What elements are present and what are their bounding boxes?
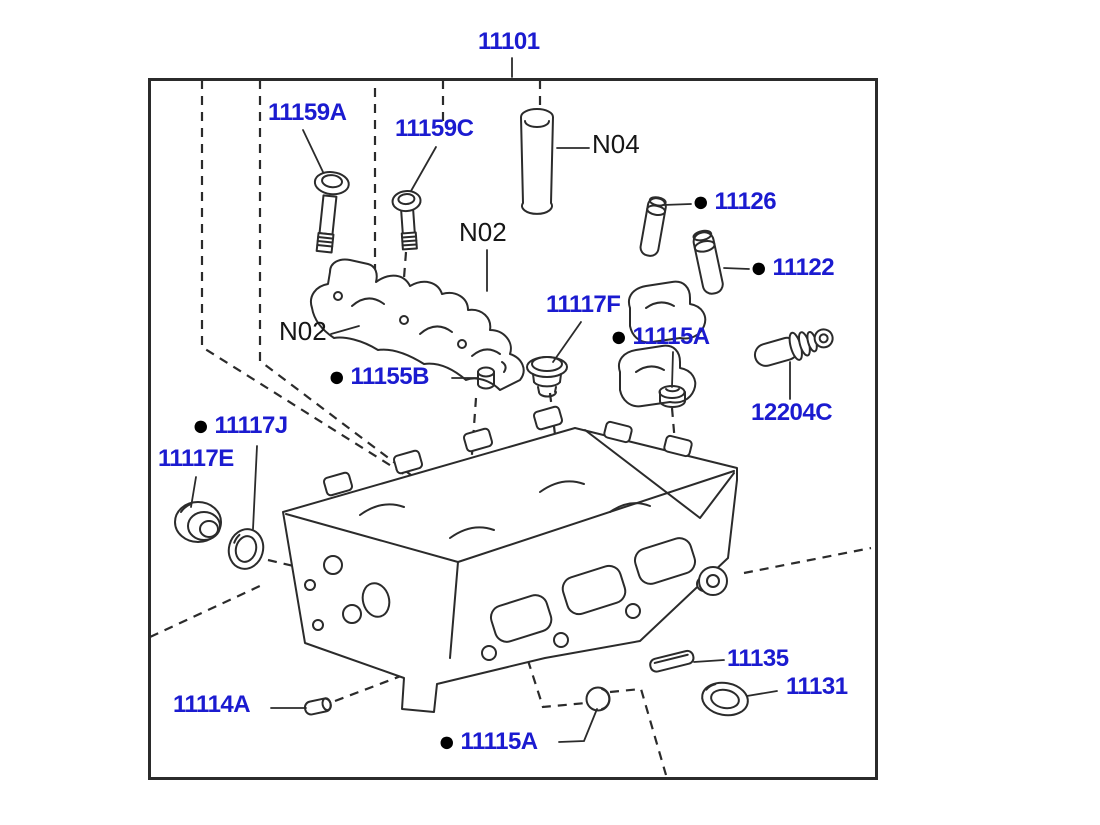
pin-11155b-drawing xyxy=(477,366,495,390)
callout-text[interactable]: 11117E xyxy=(158,445,234,472)
callout-text[interactable]: 11122 xyxy=(772,254,835,281)
valve-guide-11126-drawing xyxy=(639,196,667,257)
bullet-icon: ● xyxy=(750,251,768,284)
sensor-12204c-drawing xyxy=(753,328,834,367)
bullet-icon: ● xyxy=(438,725,456,758)
diagram-title-text[interactable]: 11101 xyxy=(478,28,540,55)
bullet-icon: ● xyxy=(692,185,710,218)
plug-11117e-drawing xyxy=(174,501,222,543)
callout-11115a-bottom[interactable]: ● 11115A xyxy=(438,725,539,758)
callout-text[interactable]: 12204C xyxy=(751,399,833,426)
bullet-icon: ● xyxy=(610,320,628,353)
callout-text[interactable]: 11155B xyxy=(350,363,430,390)
callout-n02-left: N02 xyxy=(279,316,327,346)
callout-11117e[interactable]: 11117E xyxy=(158,446,234,471)
bullet-icon: ● xyxy=(328,360,346,393)
valve-guide-11122-drawing xyxy=(692,229,724,295)
bolt-11159a-drawing xyxy=(313,171,350,254)
callout-11159c[interactable]: 11159C xyxy=(395,115,474,142)
callout-11117f[interactable]: 11117F xyxy=(546,291,621,318)
callout-text[interactable]: 11114A xyxy=(173,691,251,718)
callout-11114a[interactable]: 11114A xyxy=(173,691,251,718)
seal-11131-drawing xyxy=(701,681,749,717)
stud-n04-drawing xyxy=(520,108,554,215)
pin-11135-drawing xyxy=(649,649,695,673)
callout-11122[interactable]: ● 11122 xyxy=(750,251,835,284)
callout-n04: N04 xyxy=(592,129,640,159)
callout-text: N04 xyxy=(592,129,640,159)
callout-text[interactable]: 11115A xyxy=(460,728,539,755)
cylinder-head-drawing xyxy=(282,405,738,713)
callout-11126[interactable]: ● 11126 xyxy=(692,185,777,218)
bolt-11159c-drawing xyxy=(391,190,422,251)
seal-11117j-drawing xyxy=(227,528,265,570)
callout-n02-top: N02 xyxy=(459,217,507,247)
callout-text[interactable]: 11135 xyxy=(727,645,789,672)
bullet-icon: ● xyxy=(192,409,210,442)
callout-text[interactable]: 11117J xyxy=(214,412,289,439)
pin-11114a-drawing xyxy=(303,697,332,716)
callout-11155b[interactable]: ● 11155B xyxy=(328,360,430,393)
callout-text[interactable]: 11159A xyxy=(268,99,347,126)
cap-11115a-bottom-drawing xyxy=(585,686,611,712)
diagram-frame-border xyxy=(148,78,878,780)
callout-11131[interactable]: 11131 xyxy=(786,674,848,699)
callout-text[interactable]: 11126 xyxy=(714,188,777,215)
callout-text: N02 xyxy=(279,316,327,346)
bearing-caps-right-drawing xyxy=(617,280,707,408)
callout-text[interactable]: 11115A xyxy=(632,323,711,350)
callout-text[interactable]: 11131 xyxy=(786,673,848,700)
leader-lines xyxy=(190,57,791,743)
callout-text[interactable]: 11117F xyxy=(546,291,621,318)
diagram-title[interactable]: 11101 xyxy=(478,29,540,54)
callout-text: N02 xyxy=(459,217,507,247)
bearing-cap-bridge-drawing xyxy=(310,258,525,391)
callout-11159a[interactable]: 11159A xyxy=(268,99,347,126)
callout-12204c[interactable]: 12204C xyxy=(751,399,833,426)
callout-text[interactable]: 11159C xyxy=(395,115,474,142)
callout-11135[interactable]: 11135 xyxy=(727,646,789,671)
callout-11115a-top[interactable]: ● 11115A xyxy=(610,320,711,353)
plug-11117f-drawing xyxy=(526,356,568,398)
callout-11117j[interactable]: ● 11117J xyxy=(192,409,289,442)
